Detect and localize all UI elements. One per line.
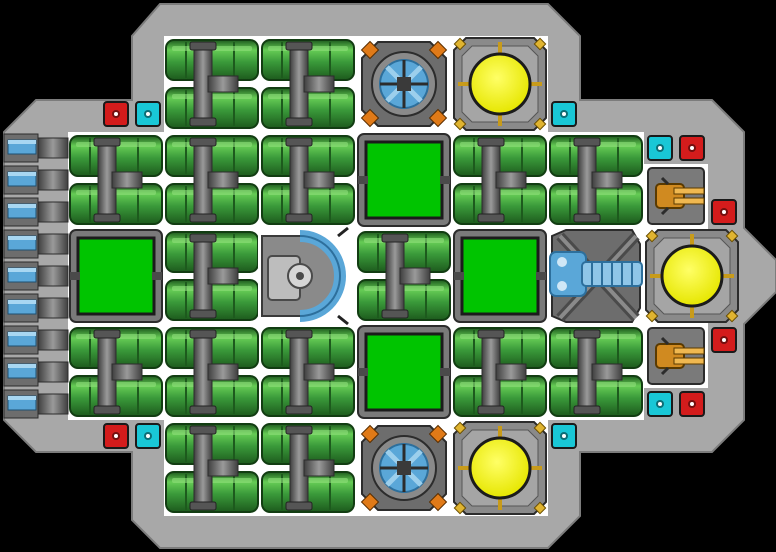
fuel-tank-block <box>357 231 451 321</box>
cyan-light <box>647 135 673 161</box>
main-engine <box>549 229 643 323</box>
exhaust-thruster <box>3 357 69 387</box>
cockpit-module <box>258 226 354 326</box>
red-light <box>679 135 705 161</box>
fuel-tank-block <box>453 135 547 225</box>
screen-module <box>69 229 163 323</box>
red-light <box>103 423 129 449</box>
screen-module <box>357 325 451 419</box>
fuel-tank-block <box>165 327 259 417</box>
exhaust-thrusters <box>3 133 69 419</box>
fuel-tank-block <box>549 135 643 225</box>
cyan-light <box>647 391 673 417</box>
red-light <box>711 327 737 353</box>
exhaust-thruster <box>3 133 69 163</box>
cyan-light <box>551 423 577 449</box>
gyroscope-module <box>360 424 448 512</box>
fuel-tank-block <box>261 39 355 129</box>
gyroscope-module <box>360 40 448 128</box>
cyan-light <box>135 101 161 127</box>
red-light <box>679 391 705 417</box>
reactor-module <box>453 421 547 515</box>
screen-module <box>357 133 451 227</box>
exhaust-thruster <box>3 293 69 323</box>
reactor-module <box>645 229 739 323</box>
reactors <box>453 37 739 515</box>
cyan-light <box>551 101 577 127</box>
fuel-tank-block <box>261 135 355 225</box>
screens <box>69 133 547 419</box>
reactor-module <box>453 37 547 131</box>
nav-lights <box>103 101 737 449</box>
fuel-tank-block <box>165 135 259 225</box>
fuel-tanks <box>69 39 643 513</box>
fuel-tank-block <box>261 423 355 513</box>
gyroscopes <box>360 40 448 512</box>
cyan-light <box>135 423 161 449</box>
red-light <box>711 199 737 225</box>
red-light <box>103 101 129 127</box>
exhaust-thruster <box>3 165 69 195</box>
fuel-tank-block <box>261 327 355 417</box>
side-gun <box>647 327 705 385</box>
fuel-tank-block <box>453 327 547 417</box>
exhaust-thruster <box>3 389 69 419</box>
screen-module <box>453 229 547 323</box>
fuel-tank-block <box>69 327 163 417</box>
exhaust-thruster <box>3 229 69 259</box>
fuel-tank-block <box>549 327 643 417</box>
side-gun <box>647 167 705 225</box>
exhaust-thruster <box>3 261 69 291</box>
side-guns <box>647 167 705 385</box>
fuel-tank-block <box>69 135 163 225</box>
fuel-tank-block <box>165 231 259 321</box>
exhaust-thruster <box>3 325 69 355</box>
fuel-tank-block <box>165 39 259 129</box>
exhaust-thruster <box>3 197 69 227</box>
fuel-tank-block <box>165 423 259 513</box>
